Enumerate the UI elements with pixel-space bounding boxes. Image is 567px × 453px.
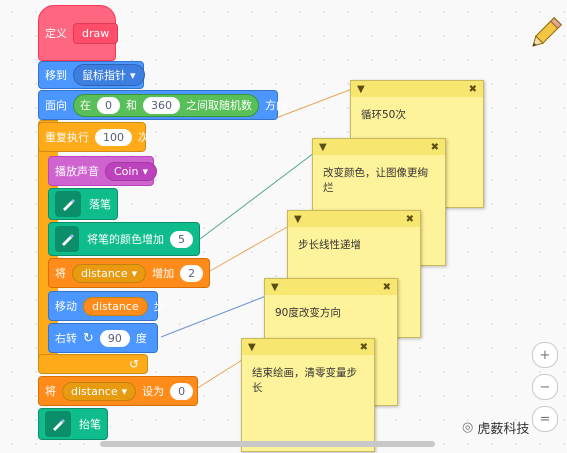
- zoom-out-button[interactable]: −: [532, 374, 558, 400]
- chevron-down-icon: ▾: [121, 384, 128, 398]
- comment-header[interactable]: ▼✖: [288, 211, 420, 227]
- collapse-icon[interactable]: ▼: [248, 341, 256, 353]
- close-icon[interactable]: ✖: [468, 83, 477, 95]
- set-var-mid: 设为: [142, 385, 165, 398]
- random-reporter[interactable]: 在 0 和 360 之间取随机数: [73, 93, 259, 117]
- comment-header[interactable]: ▼✖: [313, 139, 445, 155]
- turn-degrees-input[interactable]: 90: [99, 329, 130, 347]
- define-label: 定义: [45, 27, 67, 40]
- sound-dropdown[interactable]: Coin▾: [105, 161, 157, 181]
- chevron-down-icon: ▾: [131, 266, 138, 280]
- chevron-down-icon: ▾: [130, 68, 136, 82]
- move-distance-reporter[interactable]: distance: [83, 296, 148, 316]
- pen-down-label: 落笔: [89, 198, 111, 211]
- move-block[interactable]: 移动 distance 步: [48, 291, 165, 321]
- repeat-block-bottom[interactable]: ↺: [38, 354, 148, 374]
- zoom-reset-icon: =: [539, 411, 551, 427]
- horizontal-scrollbar[interactable]: [100, 441, 435, 447]
- pen-down-block[interactable]: 落笔: [48, 188, 118, 220]
- pen-icon: [55, 191, 81, 217]
- set-variable-block[interactable]: 将 distance▾ 设为 0: [38, 376, 198, 406]
- change-pen-color-block[interactable]: 将笔的颜色增加 5: [48, 222, 200, 256]
- collapse-icon[interactable]: ▼: [271, 281, 279, 293]
- repeat-count-input[interactable]: 100: [95, 128, 132, 146]
- turn-unit-label: 度: [135, 332, 147, 345]
- goto-target-dropdown[interactable]: 鼠标指针 ▾: [73, 64, 145, 86]
- point-label: 面向: [45, 99, 67, 112]
- zoom-out-icon: −: [539, 379, 551, 395]
- collapse-icon[interactable]: ▼: [294, 213, 302, 225]
- change-var-name: distance: [81, 266, 128, 280]
- comment-text[interactable]: 循环50次: [361, 109, 406, 121]
- rotate-clockwise-icon: ↻: [83, 330, 94, 346]
- define-block[interactable]: 定义 draw: [38, 5, 119, 61]
- goto-label: 移到: [45, 69, 67, 82]
- pen-color-input[interactable]: 5: [170, 230, 193, 248]
- close-icon[interactable]: ✖: [382, 281, 391, 293]
- set-var-input[interactable]: 0: [170, 382, 194, 400]
- pen-up-block[interactable]: 抬笔: [38, 408, 108, 440]
- sound-value: Coin: [114, 164, 139, 178]
- turn-label: 右转: [55, 332, 77, 345]
- change-variable-block[interactable]: 将 distance▾ 增加 2: [48, 258, 210, 288]
- sound-label: 播放声音: [55, 165, 99, 178]
- comment-header[interactable]: ▼✖: [265, 279, 397, 295]
- comment-header[interactable]: ▼✖: [351, 81, 483, 97]
- define-name: draw: [73, 22, 119, 44]
- repeat-block[interactable]: 重复执行 100 次: [38, 122, 149, 152]
- collapse-icon[interactable]: ▼: [357, 83, 365, 95]
- random-and-label: 和: [126, 99, 137, 112]
- change-var-mid: 增加: [152, 267, 175, 280]
- turn-right-block[interactable]: 右转 ↻ 90 度: [48, 323, 158, 353]
- zoom-reset-button[interactable]: =: [532, 406, 558, 432]
- set-var-prefix: 将: [45, 385, 56, 398]
- close-icon[interactable]: ✖: [430, 141, 439, 153]
- random-in-label: 在: [80, 99, 91, 112]
- pencil-sprite-icon: [532, 17, 562, 47]
- point-direction-block[interactable]: 面向 在 0 和 360 之间取随机数 方向: [38, 90, 287, 120]
- change-var-dropdown[interactable]: distance▾: [72, 263, 147, 283]
- zoom-in-icon: +: [539, 347, 551, 363]
- point-dir-label: 方向: [265, 99, 287, 112]
- pen-color-label: 将笔的颜色增加: [87, 233, 164, 246]
- move-var-name: distance: [92, 299, 139, 313]
- zoom-in-button[interactable]: +: [532, 342, 558, 368]
- change-var-input[interactable]: 2: [180, 264, 204, 282]
- change-var-prefix: 将: [55, 267, 66, 280]
- repeat-label: 重复执行: [45, 131, 89, 144]
- play-sound-block[interactable]: 播放声音 Coin▾: [48, 156, 157, 186]
- comment-note[interactable]: ▼✖ 结束绘画，清零变量步长: [241, 338, 375, 452]
- set-var-name: distance: [71, 384, 118, 398]
- chevron-down-icon: ▾: [142, 164, 148, 178]
- pen-icon: [55, 226, 79, 252]
- watermark: ◎ 虎薮科技: [462, 418, 529, 437]
- random-to-input[interactable]: 360: [143, 96, 180, 114]
- repeat-unit-label: 次: [138, 131, 149, 144]
- close-icon[interactable]: ✖: [405, 213, 414, 225]
- move-unit-label: 步: [153, 300, 165, 313]
- comment-text[interactable]: 结束绘画，清零变量步长: [252, 367, 357, 394]
- watermark-text: 虎薮科技: [477, 422, 530, 437]
- comment-text[interactable]: 90度改变方向: [275, 307, 341, 319]
- pen-icon: [45, 411, 71, 437]
- wechat-icon: ◎: [462, 420, 474, 435]
- random-mid-label: 之间取随机数: [186, 99, 252, 112]
- goto-block[interactable]: 移到 鼠标指针 ▾: [38, 61, 145, 89]
- comment-text[interactable]: 改变颜色，让图像更绚烂: [323, 167, 428, 194]
- random-from-input[interactable]: 0: [97, 96, 120, 114]
- set-var-dropdown[interactable]: distance▾: [62, 381, 137, 401]
- comment-header[interactable]: ▼✖: [242, 339, 374, 355]
- comment-text[interactable]: 步长线性递增: [298, 239, 361, 251]
- loop-arrow-icon: ↺: [129, 357, 140, 371]
- goto-target-value: 鼠标指针: [82, 69, 126, 82]
- move-label: 移动: [55, 300, 77, 313]
- close-icon[interactable]: ✖: [359, 341, 368, 353]
- collapse-icon[interactable]: ▼: [319, 141, 327, 153]
- pen-up-label: 抬笔: [79, 418, 101, 431]
